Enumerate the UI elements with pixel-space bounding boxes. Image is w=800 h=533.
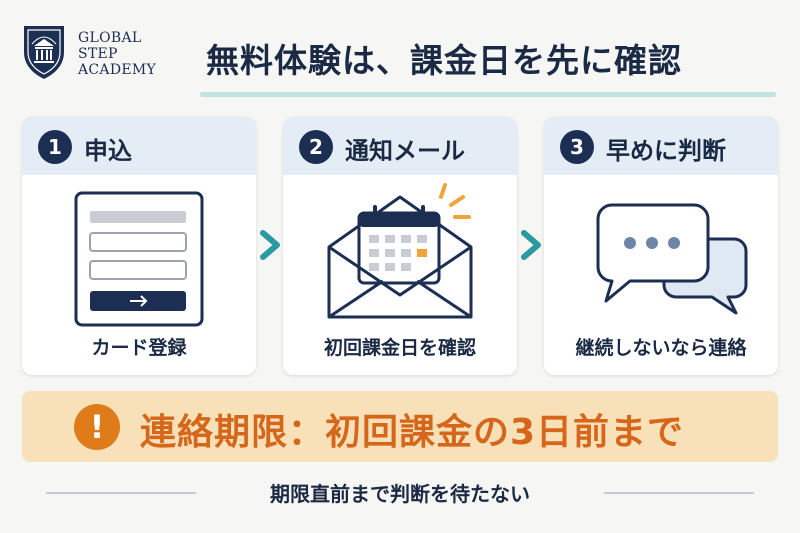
shield-icon (24, 26, 64, 79)
step-number: 2 (299, 130, 333, 164)
step-card-3: 3 早めに判断 継続しないなら連絡 (544, 117, 778, 375)
step-card-header: 2 通知メール (283, 117, 517, 175)
academy-logo: GLOBAL STEP ACADEMY (20, 22, 190, 84)
step-card-header: 1 申込 (22, 117, 256, 175)
step-title: 早めに判断 (606, 137, 726, 165)
title-underline (200, 92, 776, 97)
footer-divider-left (46, 492, 196, 494)
step-caption: 継続しないなら連絡 (575, 337, 747, 359)
step-title: 申込 (84, 137, 132, 165)
exclamation-icon: ! (74, 404, 120, 450)
logo-line-3: ACADEMY (78, 62, 157, 78)
footer-divider-right (604, 492, 754, 494)
logo-line-2: STEP (78, 46, 118, 62)
step-card-header: 3 早めに判断 (544, 117, 778, 175)
footer-note: 期限直前まで判断を待たない (270, 482, 530, 506)
arrow-right-icon (521, 230, 541, 260)
deadline-banner: ! 連絡期限：初回課金の3日前まで (22, 391, 778, 462)
step-card-2: 2 通知メール 初回課金日を確認 (283, 117, 517, 375)
email-calendar-icon (327, 183, 473, 319)
step-card-1: 1 申込 カード登録 (22, 117, 256, 375)
arrow-right-icon (260, 230, 280, 260)
logo-wordmark: GLOBAL STEP ACADEMY (78, 30, 156, 78)
step-caption: カード登録 (91, 337, 187, 359)
deadline-text: 連絡期限：初回課金の3日前まで (140, 412, 685, 453)
step-caption: 初回課金日を確認 (323, 337, 476, 359)
chat-bubbles-icon (596, 203, 748, 315)
page-title: 無料体験は、課金日を先に確認 (206, 41, 682, 80)
step-title: 通知メール (345, 137, 465, 165)
step-number: 1 (38, 130, 72, 164)
signup-form-icon (74, 191, 204, 327)
step-number: 3 (560, 130, 594, 164)
logo-line-1: GLOBAL (78, 30, 142, 46)
